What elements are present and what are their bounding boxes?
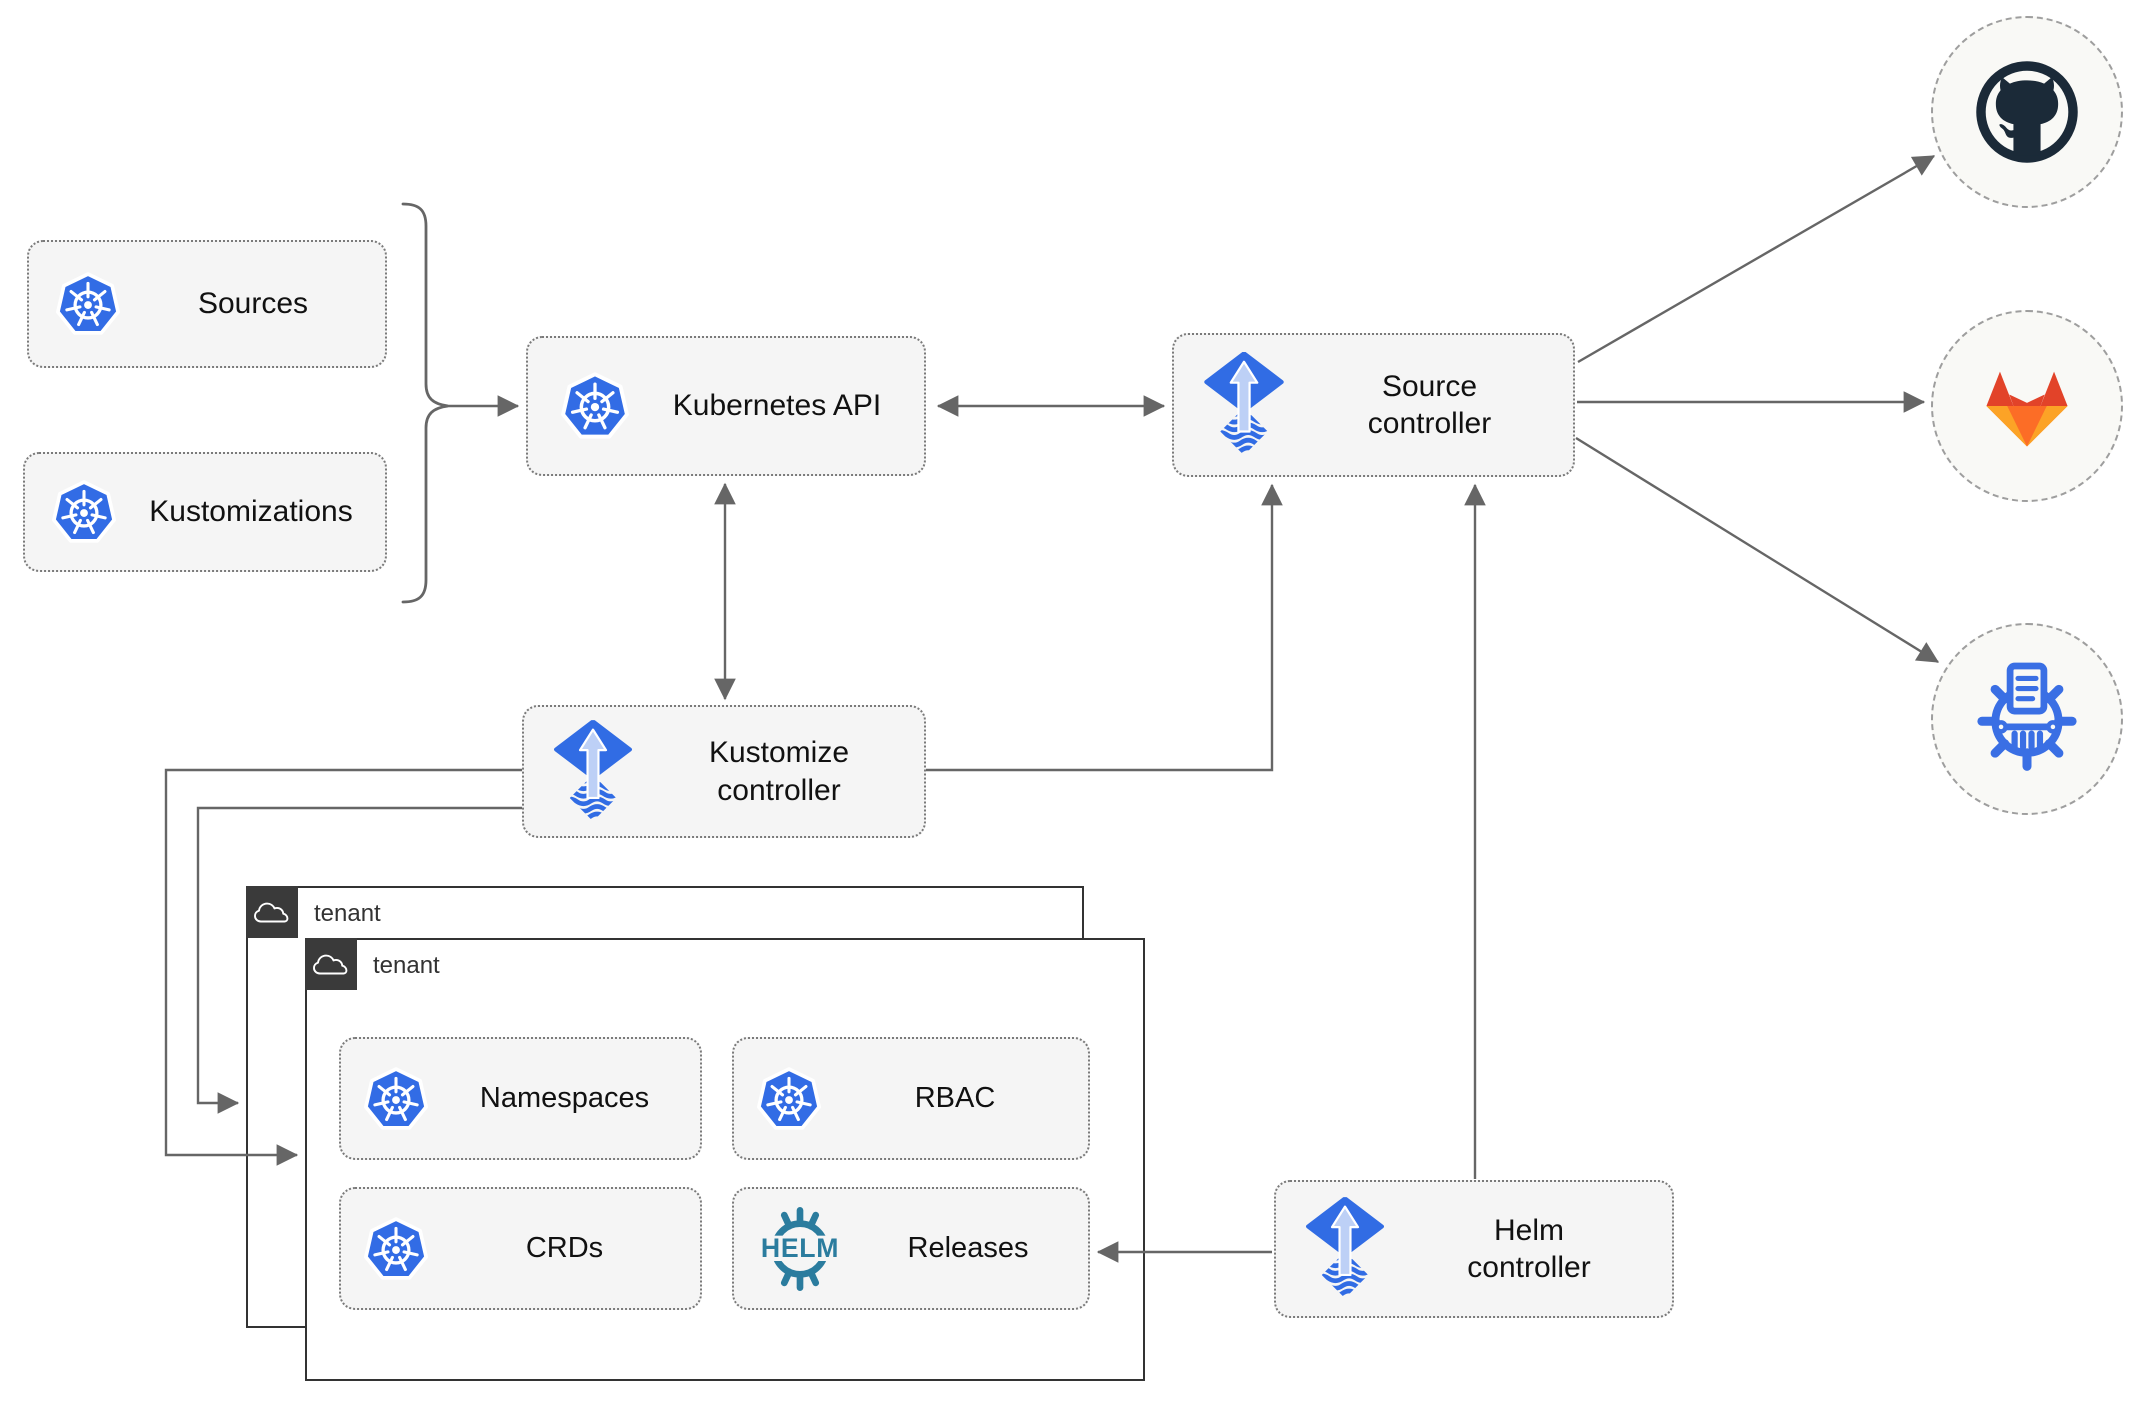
rbac-node: RBAC	[732, 1037, 1090, 1160]
source-controller-label: Source controller	[1286, 368, 1573, 443]
helm-controller-line1: Helm	[1493, 1213, 1564, 1247]
namespaces-label: Namespaces	[479, 1082, 650, 1115]
flux-icon	[552, 720, 634, 824]
crds-label: CRDs	[525, 1232, 604, 1265]
helm-logo-icon: HELM	[752, 1201, 848, 1297]
flux-icon	[1202, 352, 1286, 458]
kustomize-controller-label: Kustomize controller	[634, 734, 924, 809]
kubernetes-api-label: Kubernetes API	[672, 389, 882, 423]
kubernetes-icon	[363, 1216, 429, 1282]
arrow-source-controller-to-github	[1577, 154, 1936, 364]
source-controller-line2: controller	[1367, 407, 1492, 440]
helm-controller-node: Helm controller	[1274, 1180, 1674, 1318]
kubernetes-icon	[55, 271, 121, 337]
sources-node: Sources	[27, 240, 387, 368]
github-octocat-icon	[1976, 61, 2078, 163]
releases-label: Releases	[907, 1232, 1029, 1265]
sources-label: Sources	[197, 287, 309, 321]
kubernetes-api-node: Kubernetes API	[526, 336, 926, 476]
kustomize-controller-node: Kustomize controller	[522, 705, 926, 838]
arrow-source-controller-to-chartmuseum	[1575, 436, 1940, 664]
tenant-back-tab	[246, 886, 298, 938]
helm-controller-line2: controller	[1467, 1251, 1591, 1284]
kubernetes-icon	[363, 1066, 429, 1132]
kustomizations-label: Kustomizations	[149, 495, 353, 529]
helm-wordmark: HELM	[761, 1233, 839, 1263]
kustomize-controller-line1: Kustomize	[708, 736, 850, 769]
source-controller-node: Source controller	[1172, 333, 1575, 477]
gitlab-tanuki-icon	[1986, 371, 2068, 447]
tenant-back-label: tenant	[314, 900, 381, 927]
kubernetes-icon	[756, 1066, 822, 1132]
github-target-circle	[1931, 16, 2123, 208]
crds-node: CRDs	[339, 1187, 702, 1310]
gitlab-target-circle	[1931, 310, 2123, 502]
chartmuseum-wheel-icon	[1977, 662, 2077, 771]
arrow-kustomize-to-source-controller	[926, 483, 1283, 772]
namespaces-node: Namespaces	[339, 1037, 702, 1160]
kubernetes-icon	[51, 479, 117, 545]
tenant-front-tab	[305, 938, 357, 990]
rbac-label: RBAC	[914, 1082, 996, 1115]
chartmuseum-target-circle	[1931, 623, 2123, 815]
flux-icon	[1304, 1197, 1386, 1301]
kubernetes-icon	[560, 371, 630, 441]
kustomize-controller-line2: controller	[717, 773, 841, 807]
source-controller-line1: Source	[1381, 369, 1478, 403]
tenant-front-label: tenant	[373, 952, 440, 979]
helm-controller-label: Helm controller	[1386, 1212, 1672, 1287]
kustomizations-node: Kustomizations	[23, 452, 387, 572]
brace-sources-kustomizations	[401, 202, 449, 604]
releases-node: HELM Releases	[732, 1187, 1090, 1310]
